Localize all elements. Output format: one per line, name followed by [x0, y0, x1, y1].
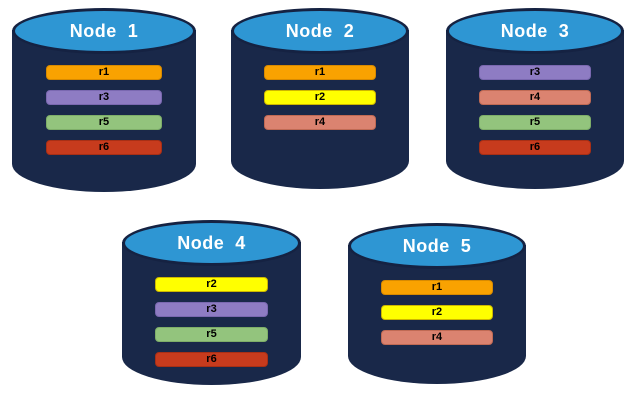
node-title: Node 1: [69, 20, 139, 41]
replica-bar: r1: [263, 65, 377, 80]
replica-bar-list: r2 r3 r5 r6: [122, 277, 301, 367]
replica-bar: r3: [155, 302, 268, 317]
cylinder-top: Node 2: [231, 8, 409, 54]
replica-bar: r2: [263, 90, 377, 105]
cylinder-body: [231, 30, 409, 189]
node-title: Node 2: [285, 20, 355, 41]
replica-bar: r3: [478, 65, 592, 80]
cylinder-top: Node 1: [12, 8, 196, 54]
replica-bar: r3: [45, 90, 163, 105]
node-5-cylinder: r1 r2 r4 Node 5: [348, 223, 526, 384]
node-2-cylinder: r1 r2 r4 Node 2: [231, 8, 409, 189]
cylinder-top: Node 3: [446, 8, 624, 54]
node-4-cylinder: r2 r3 r5 r6 Node 4: [122, 220, 301, 385]
cylinder-top: Node 4: [122, 220, 301, 266]
replica-bar: r6: [45, 140, 163, 155]
replica-bar-list: r1 r3 r5 r6: [12, 65, 196, 155]
cylinder-top: Node 5: [348, 223, 526, 269]
replica-bar-list: r3 r4 r5 r6: [446, 65, 624, 155]
replica-bar: r4: [263, 115, 377, 130]
replica-bar: r5: [45, 115, 163, 130]
replica-bar: r2: [380, 305, 494, 320]
node-1-cylinder: r1 r3 r5 r6 Node 1: [12, 8, 196, 192]
replica-bar: r6: [478, 140, 592, 155]
replica-bar: r2: [155, 277, 268, 292]
replica-bar: r6: [155, 352, 268, 367]
node-title: Node 5: [402, 235, 472, 256]
node-3-cylinder: r3 r4 r5 r6 Node 3: [446, 8, 624, 189]
node-title: Node 4: [177, 232, 246, 253]
replica-bar: r5: [155, 327, 268, 342]
cylinder-body: [446, 30, 624, 189]
replica-bar: r4: [380, 330, 494, 345]
replica-bar: r4: [478, 90, 592, 105]
replica-bar: r5: [478, 115, 592, 130]
replica-bar-list: r1 r2 r4: [348, 280, 526, 345]
node-title: Node 3: [500, 20, 570, 41]
replica-bar: r1: [380, 280, 494, 295]
replica-bar-list: r1 r2 r4: [231, 65, 409, 130]
replica-bar: r1: [45, 65, 163, 80]
cylinder-body: [12, 30, 196, 192]
